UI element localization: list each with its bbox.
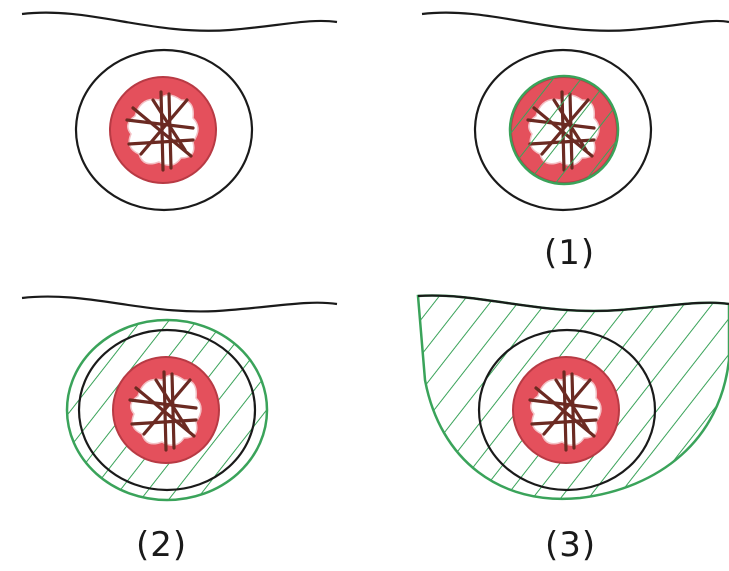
excision-zone-hatched <box>508 74 620 186</box>
lesion <box>108 75 218 185</box>
panel-1 <box>421 11 729 212</box>
skin-surface-line <box>417 294 729 313</box>
panel-label-1: (1) <box>544 233 596 273</box>
skin-surface-line <box>21 11 338 32</box>
panel-0 <box>21 11 338 212</box>
skin-surface-line <box>421 11 729 32</box>
lesion <box>511 355 621 465</box>
outer-margin-ring <box>74 48 254 212</box>
panel-2 <box>21 295 338 502</box>
outer-margin-ring <box>477 328 657 492</box>
skin-surface-line <box>21 295 338 313</box>
lesion <box>111 355 221 465</box>
panel-label-3: (3) <box>545 525 597 565</box>
panel-label-2: (2) <box>136 525 188 565</box>
panel-3 <box>416 294 729 501</box>
outer-margin-ring <box>77 328 257 492</box>
outer-margin-ring <box>473 48 653 212</box>
